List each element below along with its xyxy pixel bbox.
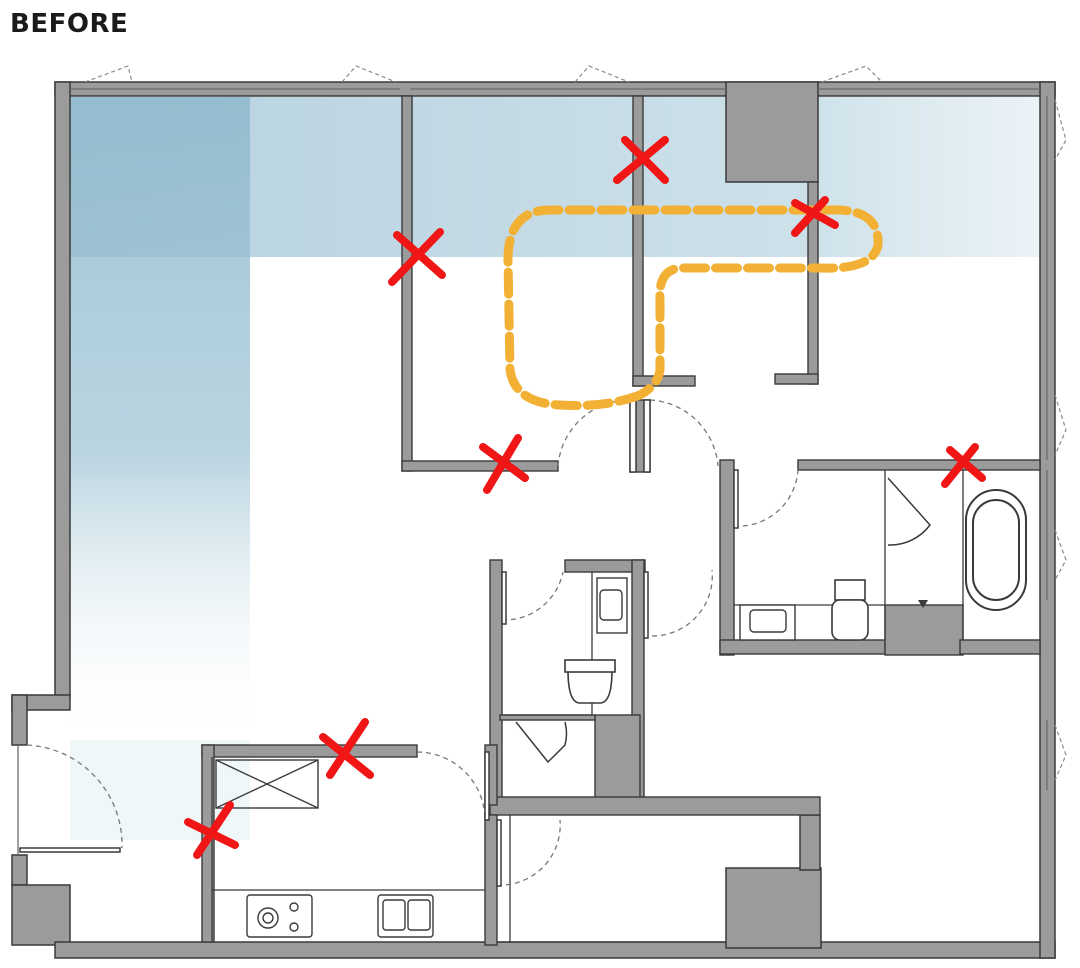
door-swings — [26, 399, 799, 886]
interior-walls — [201, 95, 1041, 946]
x-mark-icon — [184, 136, 986, 859]
laundry-icon — [215, 759, 319, 809]
bathtub-icon — [965, 489, 1027, 611]
window-swings — [84, 65, 1067, 781]
cooktop-icon — [246, 894, 313, 938]
toilet-icon — [564, 579, 869, 704]
circulation-path-icon — [503, 205, 883, 411]
drain-icon — [918, 600, 928, 608]
partition-lines — [211, 470, 964, 943]
exterior-walls — [11, 81, 1056, 959]
windows — [17, 88, 1048, 855]
sink-icon — [377, 577, 796, 938]
closet-doors — [515, 477, 931, 764]
glazing-zone-left — [70, 97, 250, 747]
plan-title: BEFORE — [10, 9, 129, 39]
